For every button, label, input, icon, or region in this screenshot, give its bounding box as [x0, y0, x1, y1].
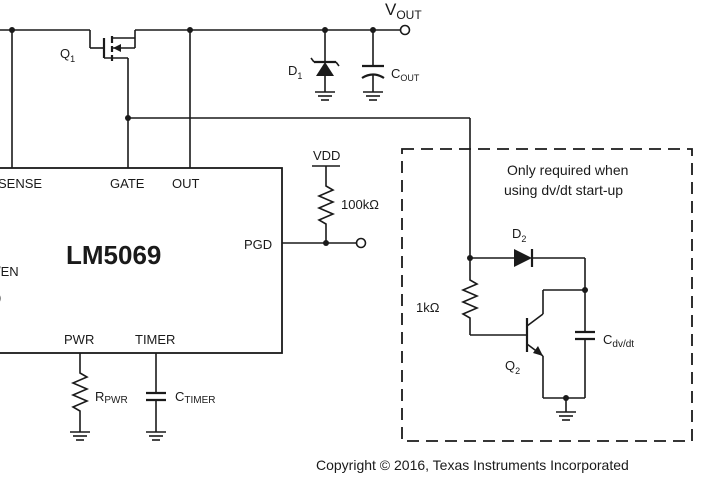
pin-left-label-fragment: )	[0, 290, 1, 305]
cdvdt-label: Cdv/dt	[603, 332, 634, 350]
zener-d1-symbol	[310, 30, 340, 101]
pin-sense-label: SENSE	[0, 176, 42, 191]
pin-out-label: OUT	[172, 176, 200, 191]
junction-dot	[323, 240, 329, 246]
pin-gate-label: GATE	[110, 176, 145, 191]
rpwr-label: RPWR	[95, 389, 128, 406]
pin-en-label-fragment: /EN	[0, 264, 19, 279]
d1-label: D1	[288, 63, 302, 81]
ic-lm5069-body	[0, 167, 283, 354]
copyright-notice: Copyright © 2016, Texas Instruments Inco…	[316, 457, 629, 473]
capacitor-cdvdt-symbol	[575, 290, 595, 398]
dvdt-optional-box	[401, 148, 693, 442]
mosfet-q1-symbol	[89, 30, 136, 168]
resistor-100k-symbol	[316, 182, 336, 228]
capacitor-cout-symbol	[361, 30, 385, 101]
resistor-100k-label: 100kΩ	[341, 197, 379, 212]
q1-label: Q1	[60, 46, 75, 64]
pin-timer-label: TIMER	[135, 332, 175, 347]
transistor-q2-symbol	[525, 289, 585, 399]
diode-d2-symbol	[470, 249, 586, 290]
d2-label: D2	[512, 226, 526, 244]
capacitor-ctimer-symbol	[146, 353, 166, 441]
ctimer-label: CTIMER	[175, 389, 216, 406]
resistor-rpwr-symbol	[70, 353, 90, 441]
ground-symbol	[556, 398, 576, 421]
vout-label: VOUT	[385, 0, 422, 22]
vout-terminal	[399, 24, 411, 36]
gate-dvdt-wire	[128, 117, 471, 258]
pgd-terminal	[355, 237, 367, 249]
junction-dot	[9, 27, 15, 33]
resistor-1k-label: 1kΩ	[416, 300, 440, 315]
ic-name: LM5069	[66, 240, 161, 270]
pin-pgd-label: PGD	[244, 237, 272, 252]
vdd-label: VDD	[313, 148, 340, 163]
dvdt-note-line1: Only required when	[507, 162, 628, 178]
cout-label: COUT	[391, 66, 420, 83]
pin-pwr-label: PWR	[64, 332, 94, 347]
dvdt-note-line2: using dv/dt start-up	[504, 182, 623, 198]
q2-label: Q2	[505, 358, 520, 376]
resistor-1k-symbol	[460, 258, 527, 336]
